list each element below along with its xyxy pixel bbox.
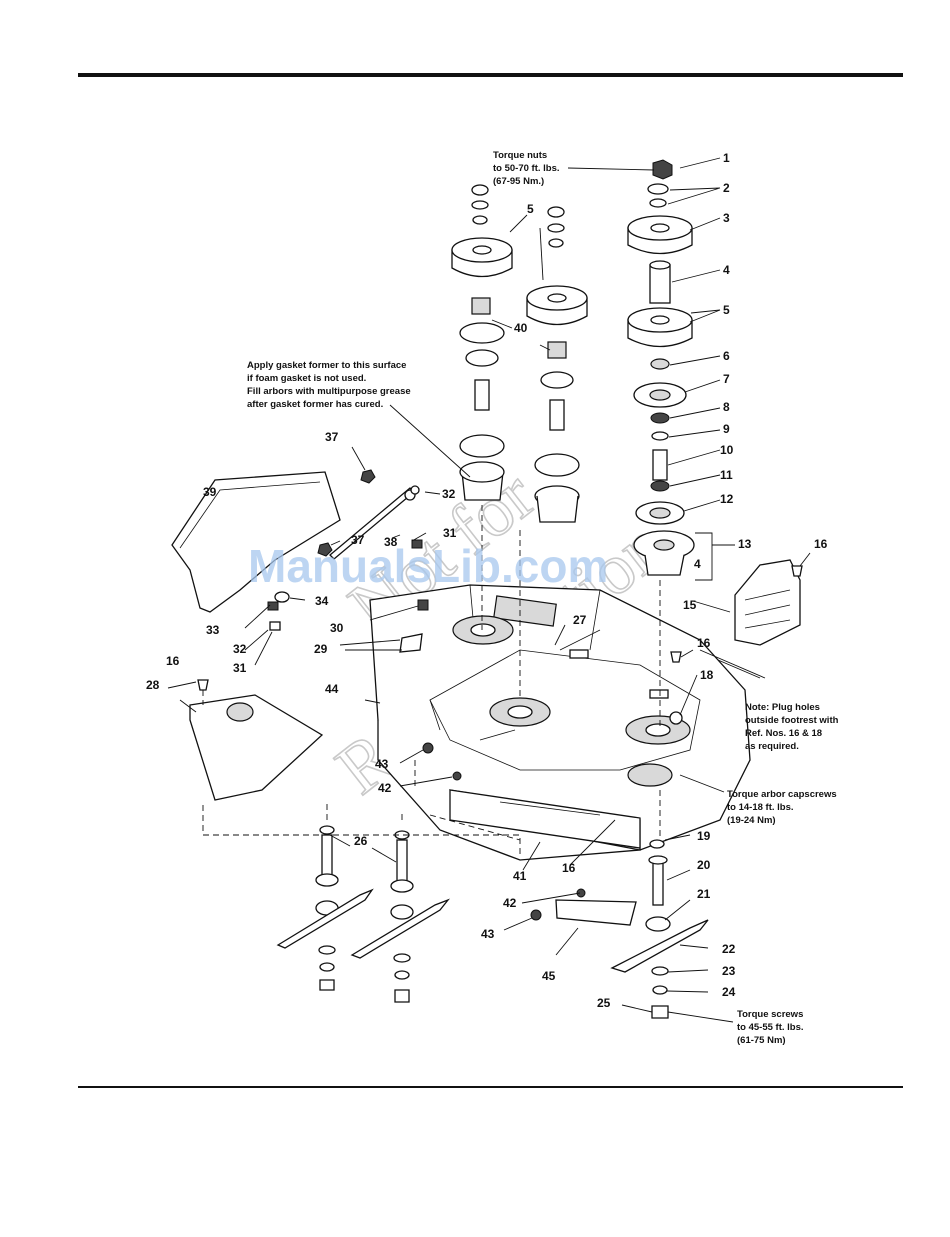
callout-15: 15 xyxy=(683,598,697,612)
callout-40: 40 xyxy=(514,321,528,335)
callout-16-deck: 16 xyxy=(562,861,576,875)
callout-19: 19 xyxy=(697,829,711,843)
callout-11: 11 xyxy=(720,468,733,482)
callout-2: 2 xyxy=(723,181,730,195)
callout-4-bracket: 4 xyxy=(694,557,701,571)
callout-10: 10 xyxy=(720,443,734,457)
left-spindle-assembly xyxy=(451,184,513,630)
callout-30: 30 xyxy=(330,621,344,635)
callout-41: 41 xyxy=(513,869,527,883)
note-torque-screws: Torque screws to 45-55 ft. lbs. (61-75 N… xyxy=(737,1009,804,1046)
callout-20: 20 xyxy=(697,858,711,872)
callout-42-left: 42 xyxy=(378,781,392,795)
deck-skirt-strip xyxy=(449,789,641,849)
note-torque-screws-line2: to 45-55 ft. lbs. xyxy=(737,1022,804,1033)
note-gasket-line2: if foam gasket is not used. xyxy=(247,373,366,384)
callout-38: 38 xyxy=(384,535,398,549)
note-torque-nuts: Torque nuts to 50-70 ft. lbs. (67-95 Nm.… xyxy=(493,150,560,187)
note-plug-holes-line3: Ref. Nos. 16 & 18 xyxy=(745,728,822,739)
callout-13: 13 xyxy=(738,537,752,551)
callout-37-lower: 37 xyxy=(351,533,365,547)
callout-5: 5 xyxy=(723,303,730,317)
note-torque-screws-line3: (61-75 Nm) xyxy=(737,1035,786,1046)
note-plug-holes-line2: outside footrest with xyxy=(745,715,839,726)
callout-16-shield: 16 xyxy=(814,537,828,551)
callout-26: 26 xyxy=(354,834,368,848)
callout-43-left: 43 xyxy=(375,757,389,771)
callout-9: 9 xyxy=(723,422,730,436)
callout-numbers: 1 2 3 4 5 5 6 7 8 9 10 11 12 13 4 15 16 … xyxy=(146,151,828,1010)
right-spindle-assembly xyxy=(610,159,709,1019)
center-spindle-assembly xyxy=(519,206,588,700)
note-torque-arbor: Torque arbor capscrews to 14-18 ft. lbs.… xyxy=(727,789,837,826)
note-torque-nuts-line3: (67-95 Nm.) xyxy=(493,176,544,187)
callout-23: 23 xyxy=(722,964,736,978)
callout-4: 4 xyxy=(723,263,730,277)
callout-32-lower: 32 xyxy=(233,642,247,656)
note-gasket-line3: Fill arbors with multipurpose grease xyxy=(247,386,411,397)
note-torque-nuts-line1: Torque nuts xyxy=(493,150,547,161)
callout-32-upper: 32 xyxy=(442,487,456,501)
site-watermark: ManualsLib.com xyxy=(248,540,608,592)
belt-shield-right xyxy=(734,559,801,646)
callout-16-left-shield: 16 xyxy=(166,654,180,668)
bottom-rule xyxy=(78,1086,903,1088)
callout-24: 24 xyxy=(722,985,736,999)
note-plug-holes-line1: Note: Plug holes xyxy=(745,702,820,713)
callout-42-right: 42 xyxy=(503,896,517,910)
callout-44: 44 xyxy=(325,682,339,696)
callout-31-lower: 31 xyxy=(233,661,247,675)
hardware xyxy=(197,469,803,926)
callout-31-upper: 31 xyxy=(443,526,457,540)
callout-37-upper: 37 xyxy=(325,430,339,444)
note-torque-nuts-line2: to 50-70 ft. lbs. xyxy=(493,163,560,174)
note-torque-screws-line1: Torque screws xyxy=(737,1009,803,1020)
mower-deck xyxy=(369,584,751,861)
note-gasket-line4: after gasket former has cured. xyxy=(247,399,383,410)
callout-29: 29 xyxy=(314,642,328,656)
callout-5-center: 5 xyxy=(527,202,534,216)
callout-8: 8 xyxy=(723,400,730,414)
callout-7: 7 xyxy=(723,372,730,386)
belt-shield-left xyxy=(189,690,521,858)
callout-21: 21 xyxy=(697,887,711,901)
callout-1: 1 xyxy=(723,151,730,165)
note-torque-arbor-line3: (19-24 Nm) xyxy=(727,815,776,826)
footrest xyxy=(171,471,341,613)
callout-27: 27 xyxy=(573,613,587,627)
callout-34: 34 xyxy=(315,594,329,608)
note-plug-holes: Note: Plug holes outside footrest with R… xyxy=(745,702,839,752)
callout-16-footrest: 16 xyxy=(697,636,711,650)
note-plug-holes-line4: as required. xyxy=(745,741,799,752)
arbor-bracket xyxy=(695,532,713,581)
spare-spindles-and-blades xyxy=(276,800,451,1003)
callout-45: 45 xyxy=(542,969,556,983)
callout-18: 18 xyxy=(700,668,714,682)
note-torque-arbor-line1: Torque arbor capscrews xyxy=(727,789,837,800)
note-gasket-line1: Apply gasket former to this surface xyxy=(247,360,406,371)
note-gasket: Apply gasket former to this surface if f… xyxy=(247,360,411,410)
callout-3: 3 xyxy=(723,211,730,225)
callout-28: 28 xyxy=(146,678,160,692)
callout-43-right: 43 xyxy=(481,927,495,941)
callout-12: 12 xyxy=(720,492,734,506)
callout-39: 39 xyxy=(203,485,217,499)
callout-22: 22 xyxy=(722,942,736,956)
top-rule xyxy=(78,73,903,77)
leader-lines xyxy=(167,157,811,1023)
callout-25: 25 xyxy=(597,996,611,1010)
linkage-rod xyxy=(329,485,420,560)
callout-33: 33 xyxy=(206,623,220,637)
callout-6: 6 xyxy=(723,349,730,363)
note-torque-arbor-line2: to 14-18 ft. lbs. xyxy=(727,802,794,813)
